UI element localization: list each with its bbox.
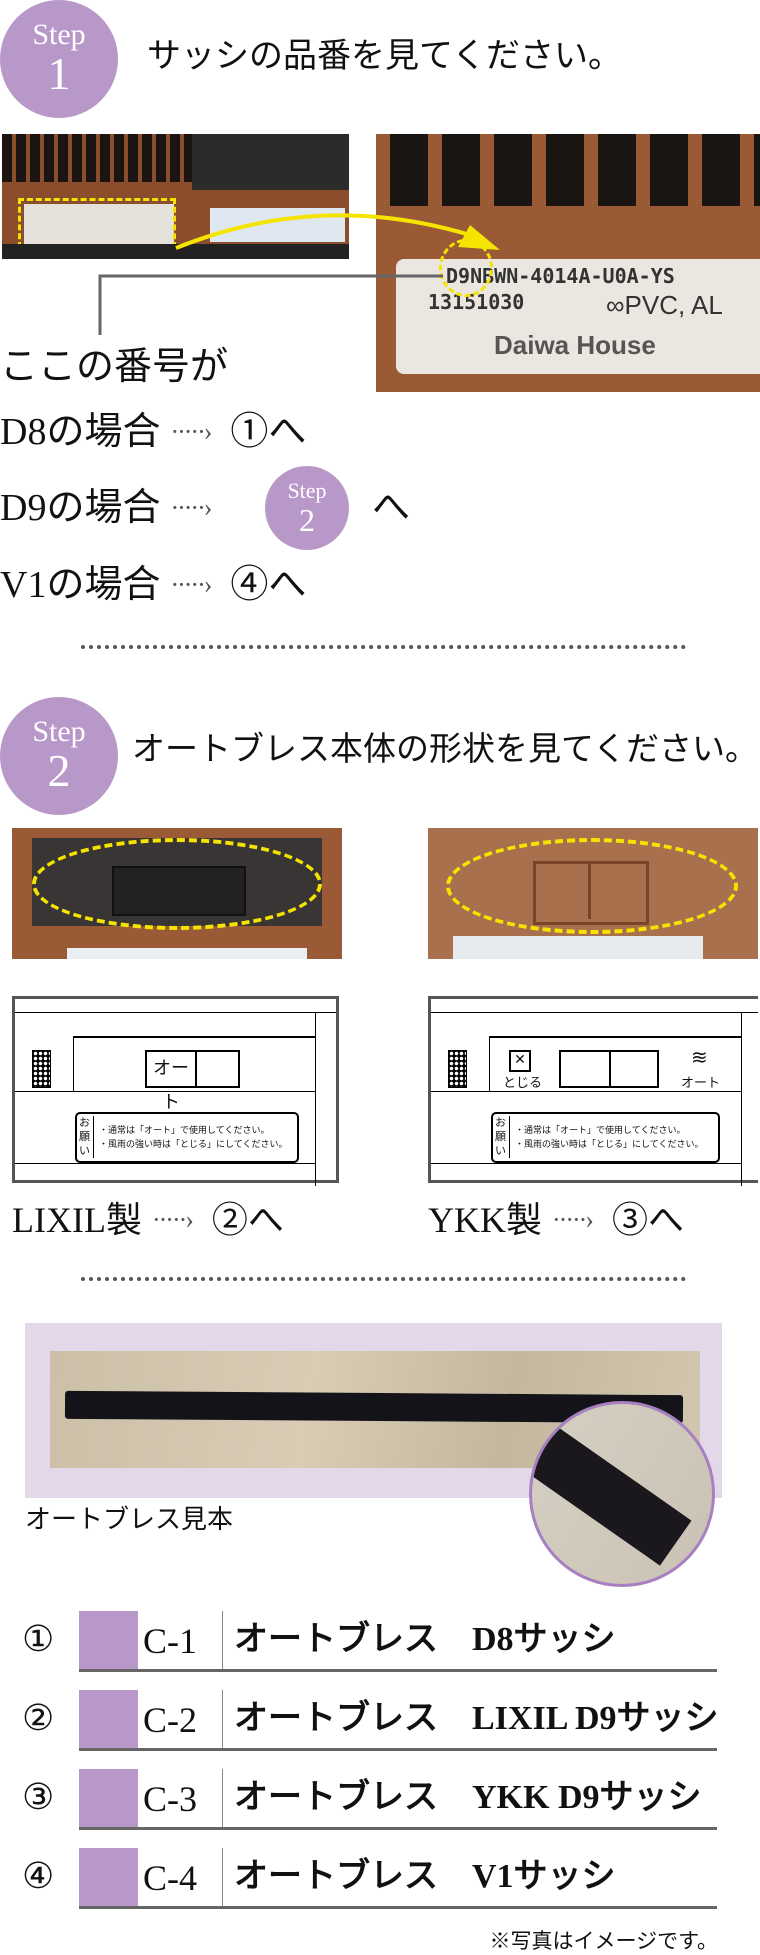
- notice-head: お願い: [495, 1116, 510, 1158]
- close-box-icon: ✕: [509, 1050, 531, 1072]
- dotted-arrow-icon: ·····›: [170, 417, 212, 446]
- dotted-arrow-icon: ·····›: [552, 1205, 594, 1234]
- step-word: Step: [32, 18, 86, 51]
- case-target: ①へ: [230, 411, 307, 453]
- lixil-photo: [12, 828, 342, 959]
- step2-badge: Step 2: [0, 697, 118, 815]
- case-prefix: V1の場合: [0, 564, 161, 606]
- notice-plate: お願い ・通常は「オート」で使用してください。 ・風雨の強い時は「とじる」にして…: [75, 1112, 299, 1163]
- step1-badge: Step 1: [0, 0, 118, 118]
- table-row: ① C-1 オートブレス D8サッシ: [0, 1611, 760, 1672]
- step-word: Step: [32, 715, 86, 748]
- result-lixil: LIXIL製 ·····› ②へ: [12, 1202, 284, 1238]
- row-number: ②: [22, 1698, 55, 1738]
- ykk-photo: [428, 828, 758, 959]
- photo-note: ※写真はイメージです。: [489, 1929, 718, 1953]
- step2-mini-badge[interactable]: Step 2: [265, 466, 349, 550]
- step-number: 1: [47, 48, 71, 99]
- airflow-icon: ≋: [691, 1045, 708, 1069]
- sash-label-closeup-photo: D9NBWN-4014A-U0A-YS 13151030 ∞PVC, AL Da…: [376, 134, 760, 392]
- sample-zoom-circle: [529, 1401, 715, 1587]
- product-name: オートブレス D8サッシ: [234, 1621, 616, 1658]
- product-name: オートブレス YKK D9サッシ: [234, 1779, 702, 1816]
- case-prefix: D8の場合: [0, 411, 161, 453]
- maker: YKK製: [428, 1200, 542, 1240]
- auto-switch: オート: [145, 1050, 240, 1113]
- result-target: ③へ: [611, 1200, 684, 1240]
- row-number: ④: [22, 1856, 55, 1896]
- product-code: C-1: [143, 1621, 197, 1661]
- product-code: C-3: [143, 1779, 197, 1819]
- divider: [81, 645, 686, 649]
- case-v1: V1の場合 ·····› ④へ: [0, 566, 306, 604]
- sample-caption: オートブレス見本: [25, 1505, 234, 1535]
- table-row: ③ C-3 オートブレス YKK D9サッシ: [0, 1769, 760, 1830]
- color-swatch: [79, 1611, 138, 1669]
- close-label: とじる: [503, 1076, 543, 1091]
- color-swatch: [79, 1848, 138, 1906]
- dotted-arrow-icon: ·····›: [170, 493, 212, 522]
- case-d9: D9の場合 ·····›: [0, 489, 220, 527]
- step1-title: サッシの品番を見てください。: [147, 38, 622, 75]
- case-prefix: D9の場合: [0, 487, 161, 529]
- product-name: オートブレス V1サッシ: [234, 1858, 616, 1895]
- number-caption: ここの番号が: [0, 346, 229, 388]
- color-swatch: [79, 1769, 138, 1827]
- maker: LIXIL製: [12, 1200, 142, 1240]
- dotted-arrow-icon: ·····›: [151, 1205, 194, 1234]
- product-code: C-4: [143, 1858, 197, 1898]
- result-ykk: YKK製 ·····› ③へ: [428, 1202, 684, 1238]
- step-word: Step: [287, 478, 327, 503]
- row-number: ①: [22, 1619, 55, 1659]
- case-target: ④へ: [230, 564, 307, 606]
- notice-line: ・通常は「オート」で使用してください。: [515, 1126, 686, 1136]
- row-number: ③: [22, 1777, 55, 1817]
- notice-line: ・風雨の強い時は「とじる」にしてください。: [515, 1140, 704, 1150]
- step2-title: オートブレス本体の形状を見てください。: [132, 732, 759, 768]
- label-material: ∞PVC, AL: [606, 290, 723, 320]
- ventilation-grill-icon: [448, 1050, 467, 1088]
- case-d8: D8の場合 ·····› ①へ: [0, 413, 306, 451]
- slide-switch: [559, 1050, 659, 1088]
- notice-head: お願い: [79, 1116, 94, 1158]
- product-name: オートブレス LIXIL D9サッシ: [234, 1700, 719, 1737]
- label-brand: Daiwa House: [494, 330, 656, 360]
- color-swatch: [79, 1690, 138, 1748]
- lixil-diagram: オート お願い ・通常は「オート」で使用してください。 ・風雨の強い時は「とじる…: [12, 996, 339, 1186]
- auto-label: オート: [681, 1076, 721, 1091]
- notice-line: ・通常は「オート」で使用してください。: [99, 1126, 270, 1136]
- ventilation-grill-icon: [32, 1050, 51, 1088]
- sash-overview-photo: [2, 134, 349, 259]
- product-code: C-2: [143, 1700, 197, 1740]
- dotted-arrow-icon: ·····›: [170, 570, 212, 599]
- table-row: ② C-2 オートブレス LIXIL D9サッシ: [0, 1690, 760, 1751]
- table-row: ④ C-4 オートブレス V1サッシ: [0, 1848, 760, 1909]
- notice-line: ・風雨の強い時は「とじる」にしてください。: [99, 1140, 288, 1150]
- pointer-arrow: [98, 213, 500, 335]
- case-target: へ: [372, 487, 411, 529]
- result-target: ②へ: [211, 1200, 284, 1240]
- notice-plate: お願い ・通常は「オート」で使用してください。 ・風雨の強い時は「とじる」にして…: [491, 1112, 720, 1163]
- auto-switch-label: オート: [147, 1052, 197, 1113]
- divider: [81, 1277, 686, 1281]
- step-number: 2: [47, 745, 71, 796]
- step-number: 2: [299, 502, 315, 538]
- ykk-diagram: ✕ とじる ≋ オート お願い ・通常は「オート」で使用してください。 ・風雨の…: [428, 996, 758, 1186]
